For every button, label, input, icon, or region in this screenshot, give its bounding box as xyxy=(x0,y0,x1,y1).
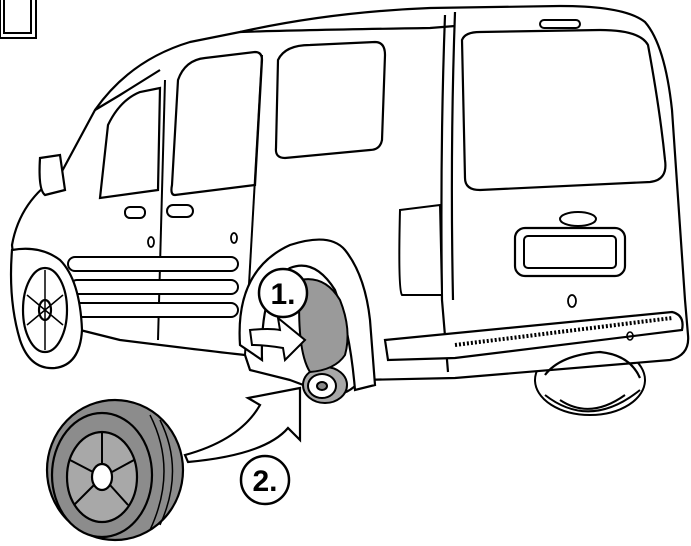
step2-callout: 2. xyxy=(241,456,289,504)
side-mirror xyxy=(40,155,65,195)
corner-frame xyxy=(0,0,36,38)
license-plate xyxy=(524,236,616,268)
brake-light xyxy=(540,20,580,28)
step1-label: 1. xyxy=(270,278,295,311)
rear-window xyxy=(462,30,665,190)
brand-badge xyxy=(560,212,596,226)
side-mouldings xyxy=(68,257,238,317)
spare-wheel xyxy=(47,400,183,540)
step1-callout: 1. xyxy=(259,269,307,317)
step2-arrow xyxy=(185,388,300,462)
side-window-rear xyxy=(276,42,385,158)
sliding-door-window xyxy=(171,52,262,195)
rear-lamp xyxy=(399,205,442,295)
step2-label: 2. xyxy=(252,465,277,498)
